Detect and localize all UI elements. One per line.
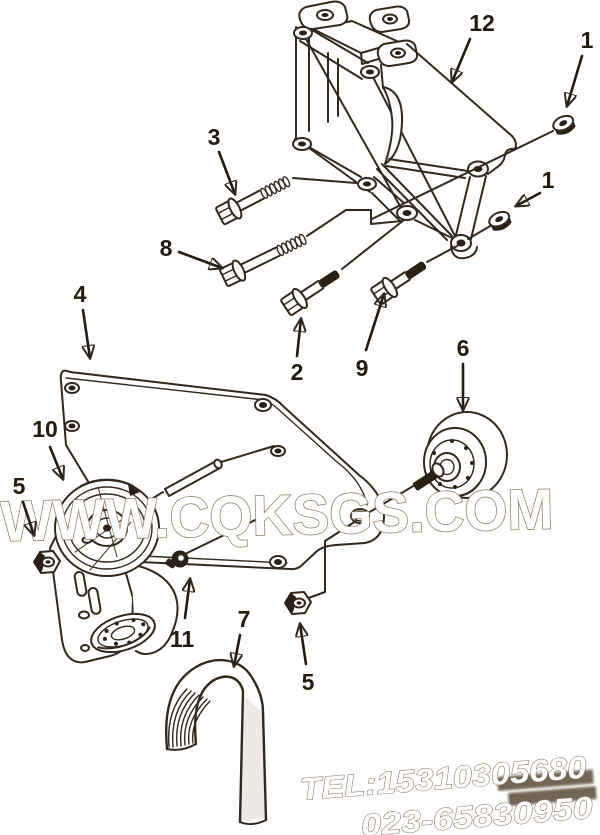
idler-pulley-part6 — [412, 411, 508, 499]
bolt-part8 — [219, 233, 307, 287]
callout-label-5a: 5 — [13, 473, 26, 499]
callout-label-4: 4 — [74, 281, 87, 307]
callout-arrow-12 — [452, 37, 472, 82]
callout-arrow-1b — [516, 191, 542, 206]
nut-part5-left — [33, 550, 61, 574]
callout-label-2: 2 — [291, 359, 304, 385]
callout-arrow-9 — [364, 294, 384, 352]
nut-part1-upper — [552, 114, 576, 135]
callout-label-11: 11 — [170, 626, 195, 652]
screw-part11 — [165, 550, 189, 569]
ribbed-belt-part7 — [165, 659, 268, 826]
illegible-stamp — [496, 769, 597, 806]
callout-arrow-7 — [234, 633, 240, 666]
callout-arrow-3 — [217, 150, 235, 194]
callout-arrow-8 — [177, 250, 222, 268]
callout-label-3: 3 — [208, 124, 221, 150]
callout-label-8: 8 — [160, 235, 173, 261]
callout-label-5b: 5 — [302, 669, 315, 695]
callout-arrow-2 — [297, 319, 301, 358]
watermark-site: WWW.CQKSGS.COM — [0, 477, 554, 554]
bolt-part2 — [280, 270, 340, 316]
callouts: 12 1 1 3 8 2 9 4 6 10 5 11 7 5 — [13, 10, 594, 695]
bracket-upper-part12 — [292, 0, 517, 260]
callout-label-1a: 1 — [581, 27, 594, 53]
callout-label-1b: 1 — [542, 167, 555, 193]
callout-label-6: 6 — [457, 335, 470, 361]
nut-part5-lower — [284, 591, 312, 615]
bolt-part9 — [370, 261, 427, 305]
nut-part1-lower — [488, 210, 512, 231]
callout-arrow-5a — [21, 500, 34, 535]
belt-tensioner-part10 — [49, 458, 223, 664]
bolt-part3 — [215, 176, 291, 226]
callout-arrow-4 — [83, 308, 90, 358]
callout-arrow-11 — [185, 579, 190, 620]
callout-label-7: 7 — [238, 606, 251, 632]
callout-arrow-5b — [300, 624, 306, 666]
callout-arrow-1a — [567, 54, 584, 106]
callout-label-9: 9 — [356, 355, 369, 381]
callout-arrow-10 — [48, 445, 63, 479]
callout-label-10: 10 — [32, 416, 58, 442]
callout-label-12: 12 — [469, 10, 495, 36]
